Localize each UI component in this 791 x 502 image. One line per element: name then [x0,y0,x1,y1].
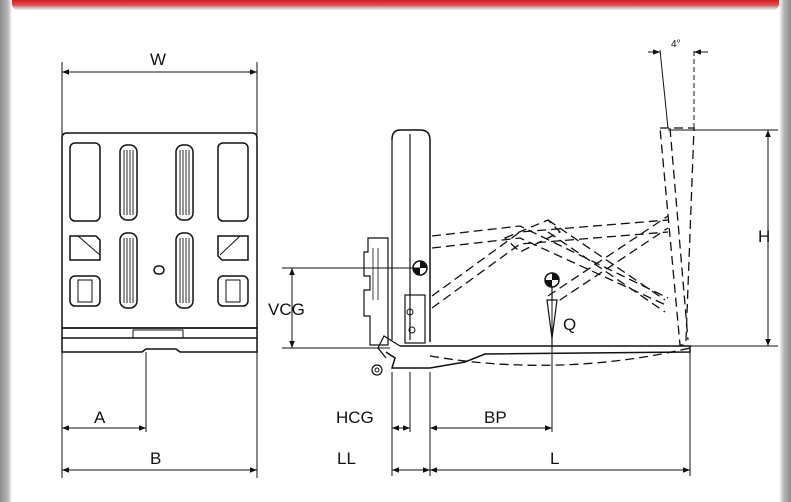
side-mount-bracket [363,237,389,346]
label-W: W [150,50,166,69]
side-fork [385,345,691,369]
label-Q: Q [563,315,576,334]
label-B: B [150,449,161,468]
front-slot [153,265,165,275]
cog-marker-load [544,272,560,288]
label-HCG: HCG [336,408,374,427]
front-window-top-right [217,142,249,222]
side-dimensions [282,49,778,476]
front-rib-2 [175,144,194,221]
front-hook-left [69,275,101,307]
front-dimensions [61,62,258,478]
side-wheel [371,364,383,376]
front-rib-3 [119,232,138,309]
front-window-top-left [69,142,101,222]
label-BP: BP [484,408,507,427]
tilt-reference-line [659,49,669,129]
side-extended-dashed [429,127,695,366]
label-L: L [550,449,559,468]
side-back-plate [391,129,431,342]
front-rib-1 [119,144,138,221]
label-A: A [94,408,106,427]
label-VCG: VCG [268,300,305,319]
front-block-right [217,235,249,261]
front-block-left [69,235,101,261]
label-H: H [758,227,770,246]
front-view [61,132,258,353]
label-angle: 4° [671,39,681,50]
front-hook-right [217,275,249,307]
front-plate [61,132,258,329]
drawing-sheet [12,10,779,502]
red-top-bar [12,0,779,10]
front-rib-4 [175,232,194,309]
label-LL: LL [337,449,356,468]
front-fork-base [61,338,258,353]
side-view [363,49,695,376]
